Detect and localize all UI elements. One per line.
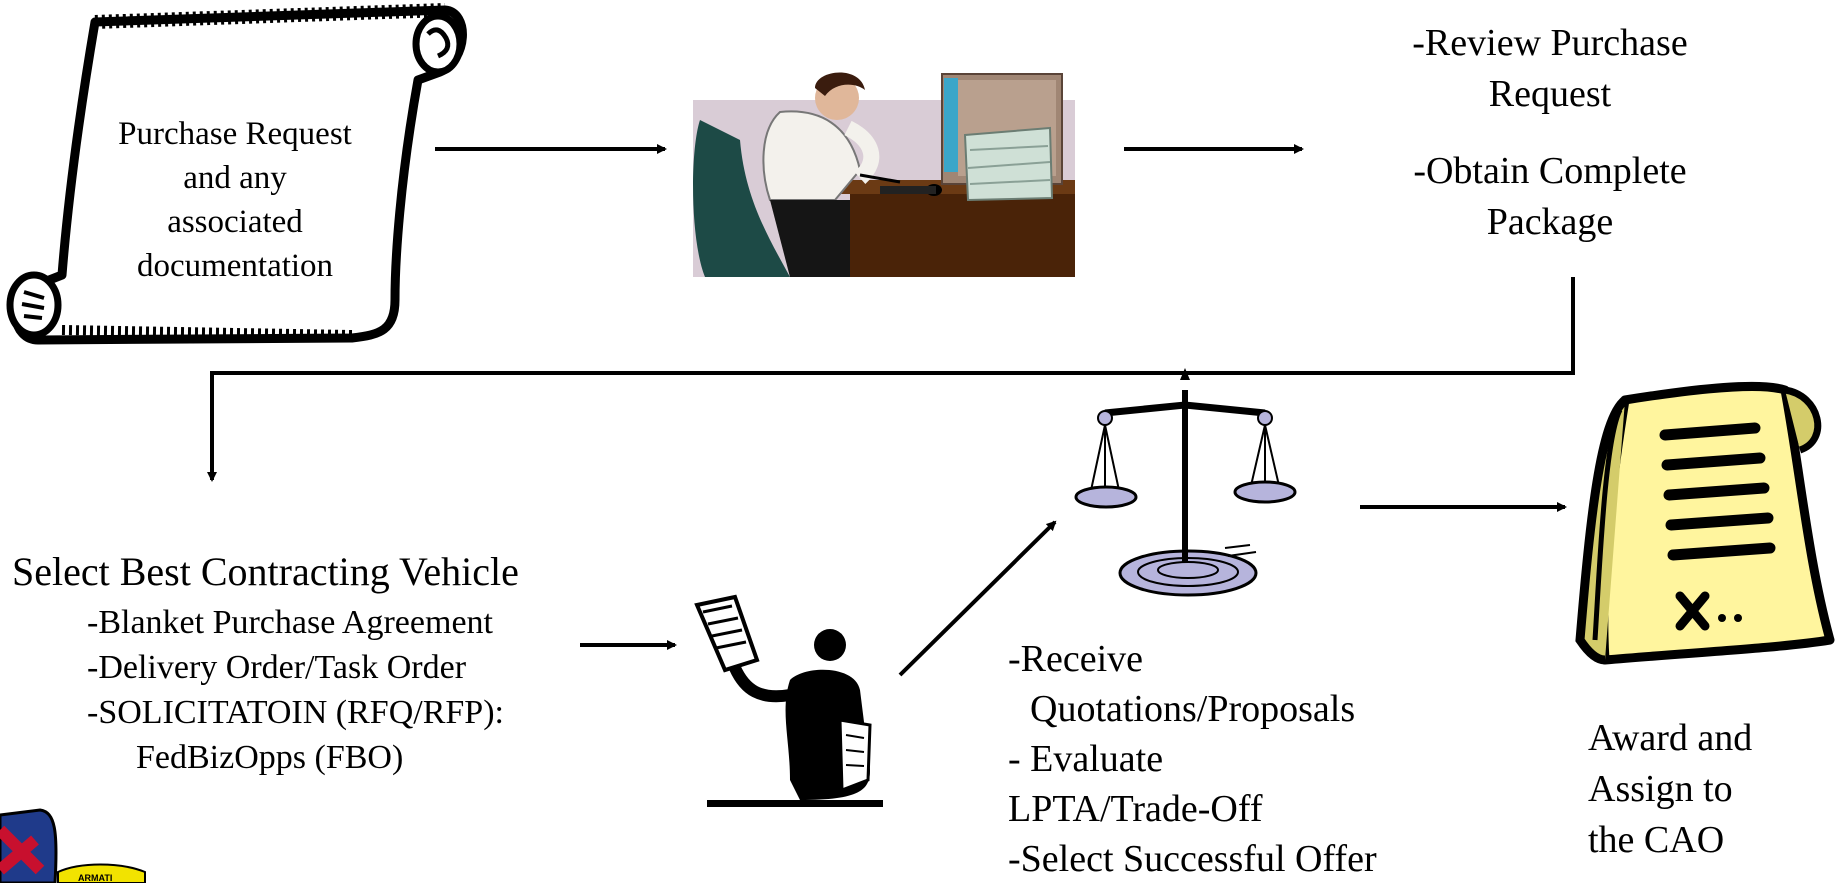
evaluation-line: Quotations/Proposals — [1030, 688, 1356, 730]
award-line: Assign to — [1588, 768, 1733, 810]
evaluation-step-label: -Receive Quotations/Proposals - Evaluate… — [1008, 634, 1377, 884]
arrow-solicitation-to-evaluation — [898, 520, 1057, 677]
review-line: -Review Purchase — [1412, 22, 1688, 64]
evaluation-line: -Select Successful Offer — [1008, 838, 1377, 880]
newspaper-seller-illustration — [694, 594, 883, 807]
review-step-label: -Review Purchase Request -Obtain Complet… — [1355, 18, 1745, 248]
scales-of-justice-icon — [1074, 368, 1297, 597]
office-worker-illustration — [693, 72, 1075, 277]
review-item-2: -Obtain Complete Package — [1355, 146, 1745, 248]
evaluation-line: - Evaluate — [1008, 738, 1164, 780]
review-line: Package — [1486, 201, 1614, 243]
vehicle-option: -Blanket Purchase Agreement — [87, 604, 493, 641]
scroll-line: associated — [167, 204, 303, 240]
review-item-1: -Review Purchase Request — [1355, 18, 1745, 120]
connector-review-to-select — [207, 277, 1575, 482]
organization-logo: ARMATI — [0, 808, 146, 883]
award-step-label: Award and Assign to the CAO — [1588, 713, 1788, 866]
evaluation-line: -Receive — [1008, 638, 1144, 680]
review-line: Request — [1488, 73, 1612, 115]
scroll-line: documentation — [136, 248, 334, 284]
select-vehicle-title: Select Best Contracting Vehicle — [12, 549, 519, 594]
logo-banner-text: ARMATI — [78, 873, 112, 883]
vehicle-option: -SOLICITATOIN (RFQ/RFP): — [87, 694, 504, 731]
award-document-icon — [1575, 381, 1835, 665]
vehicle-option-continuation: FedBizOpps (FBO) — [136, 739, 404, 776]
purchase-request-label: Purchase Request and any associated docu… — [70, 112, 400, 288]
award-line: the CAO — [1588, 819, 1725, 861]
review-line: -Obtain Complete — [1413, 150, 1687, 192]
vehicle-option: -Delivery Order/Task Order — [87, 649, 467, 686]
select-vehicle-step: Select Best Contracting Vehicle -Blanket… — [12, 548, 519, 780]
award-line: Award and — [1588, 717, 1753, 759]
scroll-icon — [6, 3, 467, 345]
scroll-line: and any — [183, 160, 287, 196]
evaluation-line: LPTA/Trade-Off — [1008, 788, 1263, 830]
scroll-line: Purchase Request — [118, 116, 352, 152]
